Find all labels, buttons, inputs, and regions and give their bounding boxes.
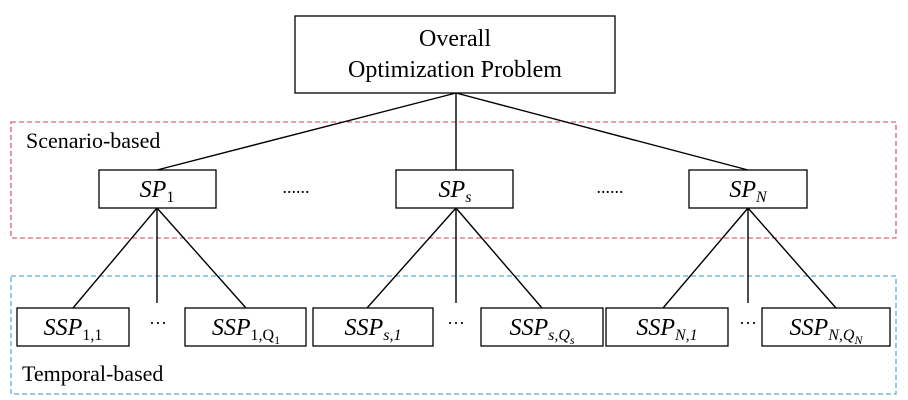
edge-spN-sspNQ — [747, 207, 837, 309]
sp1-sub: 1 — [166, 189, 174, 206]
svg-text:SSPN,QN: SSPN,QN — [790, 315, 864, 347]
edge-sps-ssps1 — [366, 207, 457, 309]
ssp-N-Q-base: SSP — [790, 315, 829, 341]
svg-text:SSPs,1: SSPs,1 — [345, 315, 402, 344]
sps-base: SP — [439, 177, 466, 203]
ssp-1-Q-sub: 1,Q — [251, 327, 275, 344]
ssp-s-Q-subsub: s — [570, 333, 575, 347]
ssp-s-Q-node: SSPs,Qs — [480, 307, 604, 347]
svg-text:SSP1,Q1: SSP1,Q1 — [212, 315, 280, 347]
ssp-s-Q-sub: s,Q — [548, 327, 570, 344]
ssp-N-Q-subsub: N — [853, 333, 863, 347]
sp1-node: SP1 — [98, 169, 217, 209]
ssp-N-1-sub: N,1 — [674, 327, 698, 344]
spN-sub: N — [755, 189, 768, 206]
ellipsis-ssp-N: ··· — [739, 313, 757, 333]
spN-base: SP — [729, 177, 756, 203]
svg-text:SPs: SPs — [439, 177, 472, 206]
scenario-region-label: Scenario-based — [26, 128, 160, 153]
ellipsis-sp-left: ...... — [283, 177, 310, 197]
ssp-N-1-base: SSP — [636, 315, 675, 341]
overall-title-line2: Optimization Problem — [348, 57, 562, 83]
svg-text:SSP1,1: SSP1,1 — [44, 315, 103, 344]
ssp-1-Q-base: SSP — [212, 315, 251, 341]
temporal-region-label: Temporal-based — [22, 361, 163, 386]
ssp-1-Q-node: SSP1,Q1 — [184, 307, 307, 347]
temporal-region — [10, 275, 897, 395]
ssp-1-1-node: SSP1,1 — [16, 307, 130, 347]
ellipsis-sp-right: ...... — [597, 177, 624, 197]
edge-sps-sspsQ — [455, 207, 543, 309]
ellipsis-ssp-1: ··· — [149, 313, 167, 333]
ssp-s-1-sub: s,1 — [383, 327, 401, 344]
svg-text:SSPN,1: SSPN,1 — [636, 315, 697, 344]
ssp-1-Q-subsub: 1 — [274, 333, 280, 347]
edge-sp1-ssp11 — [72, 207, 158, 309]
sp1-base: SP — [140, 177, 167, 203]
spN-node: SPN — [688, 169, 808, 209]
svg-text:SP1: SP1 — [140, 177, 175, 206]
edge-overall-spN — [455, 92, 749, 171]
svg-text:SSPs,Qs: SSPs,Qs — [509, 315, 574, 347]
ssp-s-1-node: SSPs,1 — [312, 307, 434, 347]
ssp-N-Q-sub: N,Q — [827, 327, 855, 344]
ssp-s-Q-base: SSP — [509, 315, 548, 341]
ssp-N-Q-node: SSPN,QN — [761, 307, 891, 347]
sps-node: SPs — [395, 169, 514, 209]
svg-text:SPN: SPN — [729, 177, 768, 206]
scenario-region — [10, 121, 897, 239]
edge-spN-sspN1 — [662, 207, 749, 309]
ssp-1-1-base: SSP — [44, 315, 83, 341]
ssp-N-1-node: SSPN,1 — [605, 307, 729, 347]
ellipsis-ssp-s: ··· — [447, 313, 465, 333]
sps-sub: s — [465, 189, 471, 206]
ssp-1-1-sub: 1,1 — [82, 327, 102, 344]
edge-sp1-ssp1Q — [156, 207, 247, 309]
overall-title-line1: Overall — [419, 26, 491, 52]
edge-overall-sp1 — [156, 92, 457, 171]
overall-problem-node: Overall Optimization Problem — [294, 15, 616, 94]
ssp-s-1-base: SSP — [345, 315, 384, 341]
